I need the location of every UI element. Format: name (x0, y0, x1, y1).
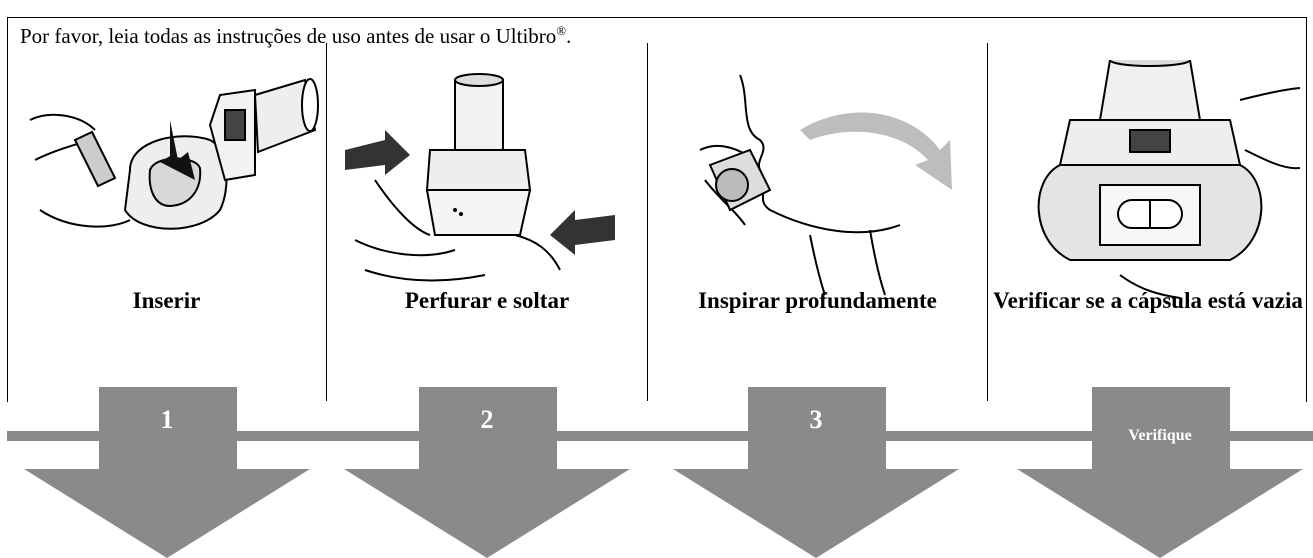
column-divider (647, 43, 648, 401)
step-1-arrow: 1 (24, 387, 310, 558)
step-2-cell (335, 60, 635, 320)
step-2-number: 2 (480, 405, 494, 434)
timeline-bar (7, 431, 1313, 441)
insert-capsule-icon (20, 60, 320, 300)
step-3-number: 3 (809, 405, 823, 434)
step-3-cell (660, 60, 980, 320)
inhale-icon (660, 60, 980, 300)
step-1-number: 1 (160, 405, 174, 434)
step-4-badge: Verifique (1128, 427, 1192, 444)
step-2-arrow: 2 (344, 387, 630, 558)
intro-text: Por favor, leia todas as instruções de u… (20, 23, 572, 48)
step-1-label: Inserir (132, 288, 201, 313)
step-2-label: Perfurar e soltar (404, 288, 570, 313)
step-3-label: Inspirar profundamente (698, 288, 937, 313)
step-4-label: Verificar se a cápsula está vazia (993, 288, 1303, 313)
step-4-cell (1000, 60, 1300, 320)
step-1-cell (20, 60, 320, 320)
instructions-frame (7, 17, 1307, 402)
column-divider (326, 43, 327, 401)
check-capsule-icon (1000, 60, 1300, 300)
pierce-release-icon (335, 60, 635, 300)
step-3-arrow: 3 (673, 387, 959, 558)
step-4-arrow: Verifique (1017, 387, 1303, 558)
column-divider (987, 43, 988, 401)
